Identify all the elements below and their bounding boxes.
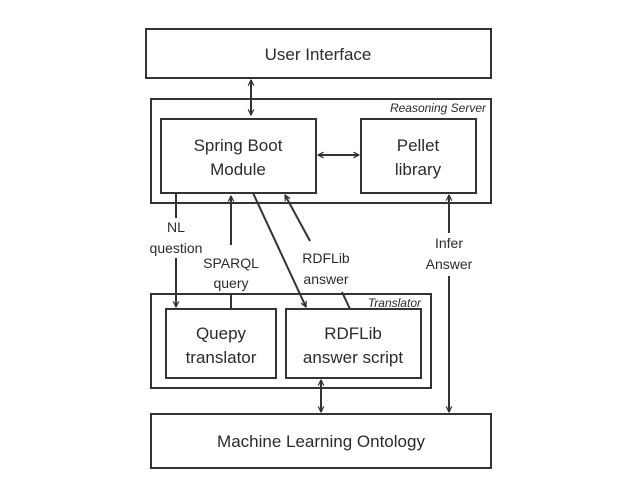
sparql-query-label-line1: SPARQL [203, 255, 259, 271]
infer-answer-label-line1: Infer [435, 235, 463, 251]
rdflib-script-label-line1: RDFLib [324, 324, 382, 343]
rdflib-answer-label-line1: RDFLib [302, 250, 350, 266]
rdflib-answer-arrow [284, 195, 311, 242]
pellet-library-box: Pellet library [360, 118, 477, 194]
quepy-label-line1: Quepy [196, 324, 247, 343]
rdflib-answer-line-bottom [341, 291, 351, 310]
rdflib-script-label-line2: answer script [303, 348, 403, 367]
user-interface-box: User Interface [145, 28, 492, 79]
nl-question-label: NL question [150, 219, 203, 256]
rdflib-answer-script-box: RDFLib answer script [285, 308, 422, 379]
sparql-query-label: SPARQL query [203, 255, 259, 291]
infer-answer-label-line2: Answer [426, 256, 473, 272]
translator-label: Translator [368, 296, 422, 310]
sparql-query-label-line2: query [213, 275, 248, 291]
ml-ontology-label: Machine Learning Ontology [217, 432, 425, 451]
spring-boot-label-line1: Spring Boot [194, 136, 283, 155]
pellet-label-line1: Pellet [397, 136, 440, 155]
rdflib-answer-label: RDFLib answer [302, 250, 350, 287]
ml-ontology-box: Machine Learning Ontology [150, 413, 492, 469]
infer-answer-label: Infer Answer [426, 235, 473, 272]
quepy-label-line2: translator [186, 348, 257, 367]
user-interface-label: User Interface [265, 45, 372, 64]
pellet-label-line2: library [395, 160, 442, 179]
nl-question-label-line2: question [150, 240, 203, 256]
spring-boot-label-line2: Module [210, 160, 266, 179]
nl-question-label-line1: NL [167, 219, 185, 235]
spring-boot-module-box: Spring Boot Module [160, 118, 317, 194]
quepy-translator-box: Quepy translator [165, 308, 277, 379]
reasoning-server-label: Reasoning Server [390, 101, 487, 115]
rdflib-answer-label-line2: answer [303, 271, 348, 287]
spring-to-rdflib-arrow [252, 192, 307, 307]
